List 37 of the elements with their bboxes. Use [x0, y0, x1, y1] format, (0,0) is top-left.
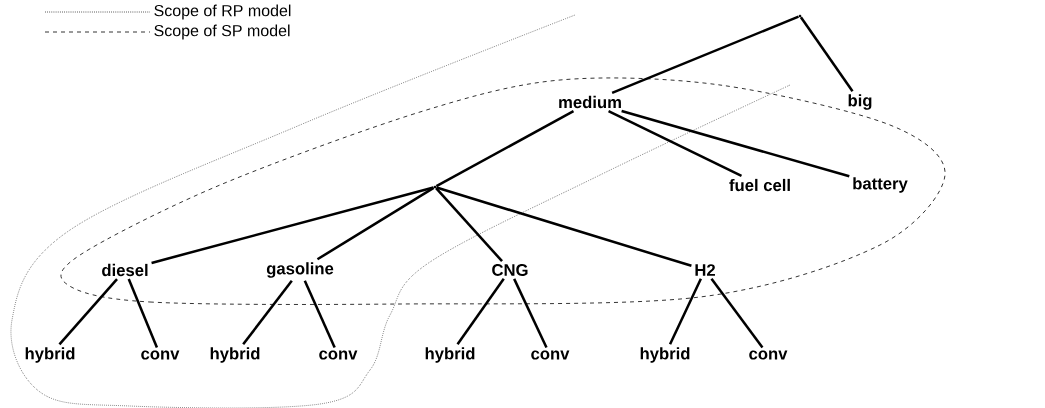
tree-branch: [435, 187, 503, 262]
node-label: fuel cell: [729, 178, 790, 192]
legend-text: Scope of SP model: [154, 24, 290, 40]
tree-branch: [668, 278, 703, 345]
tree-branch: [316, 186, 435, 261]
legend-text: Scope of RP model: [154, 4, 291, 20]
tree-branch: [513, 278, 548, 349]
tree-branch: [611, 15, 799, 95]
node-label: hybrid: [210, 347, 260, 363]
tree-branch: [127, 278, 159, 348]
branch-point: [433, 185, 437, 189]
node-label: conv: [531, 350, 570, 360]
node-label: gasoline: [266, 262, 334, 278]
tree-branch: [303, 280, 336, 348]
node-label: hybrid: [640, 347, 690, 363]
tree-branch: [435, 109, 575, 188]
tree-branch: [242, 279, 293, 346]
node-label: medium: [559, 95, 621, 109]
node-label: CNG: [492, 264, 528, 276]
tree-branch: [799, 16, 854, 92]
tree-branch: [456, 278, 505, 346]
node-label: hybrid: [425, 347, 475, 363]
node-label: big: [848, 94, 872, 110]
tree-branch: [608, 109, 743, 178]
tree-branch: [621, 109, 850, 178]
tree-branch: [58, 278, 118, 346]
node-label: H2: [695, 264, 715, 276]
tree-branch: [436, 186, 692, 268]
node-label: conv: [749, 350, 788, 360]
node-label: diesel: [102, 263, 148, 277]
tree-branch: [151, 186, 434, 265]
node-label: hybrid: [25, 347, 75, 363]
branch-point: [798, 14, 802, 18]
node-label: conv: [319, 350, 358, 360]
node-label: battery: [853, 177, 908, 193]
node-label: conv: [141, 350, 180, 360]
tree-branch: [710, 278, 764, 349]
